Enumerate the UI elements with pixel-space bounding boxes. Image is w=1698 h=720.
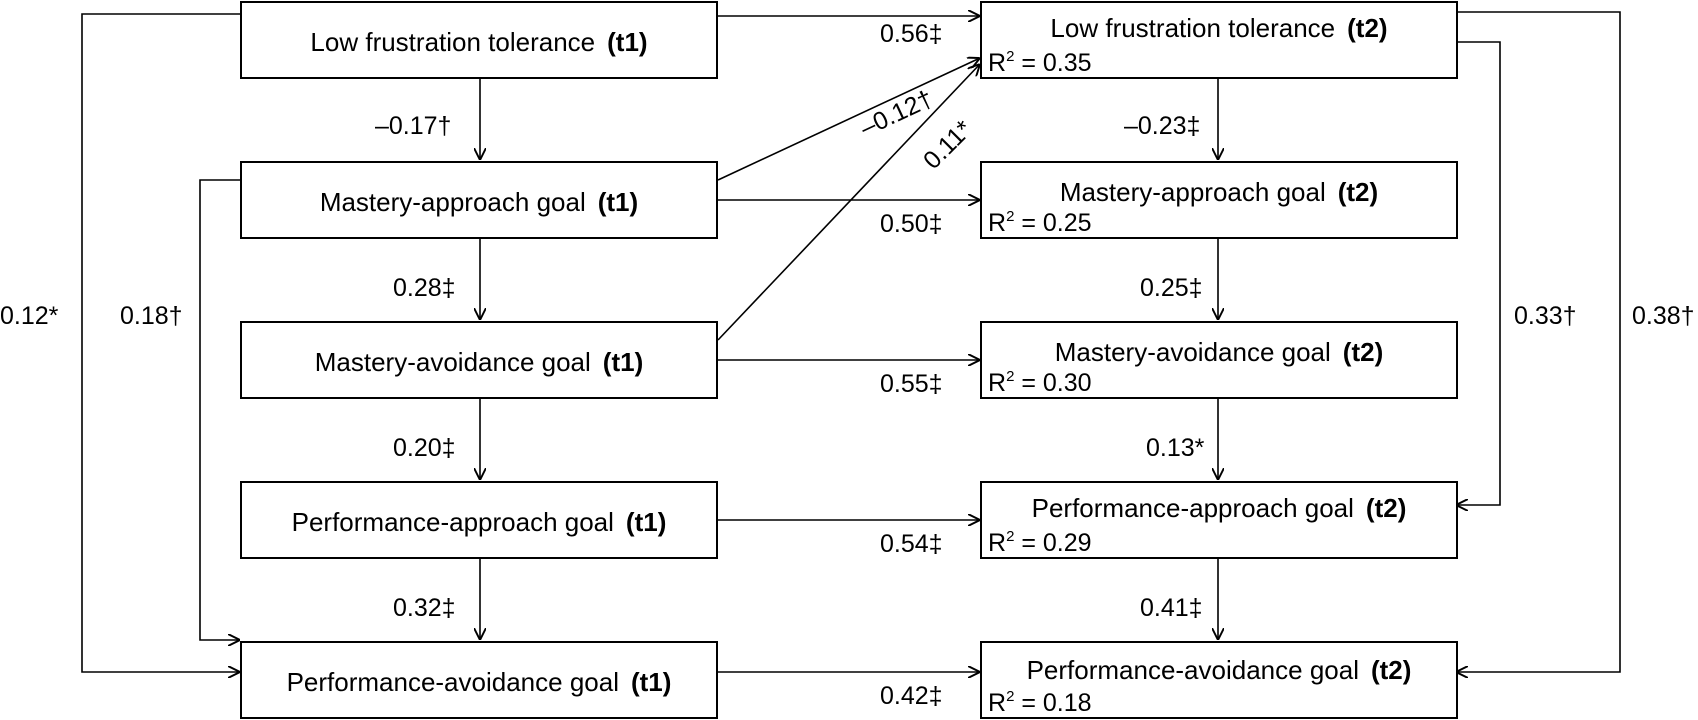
r-squared: R2 = 0.18 bbox=[988, 688, 1092, 717]
coef-corr-right-outer: 0.38† bbox=[1632, 302, 1695, 330]
box-label: Performance-avoidance goal bbox=[286, 667, 619, 697]
coef-corr-left-outer: 0.12* bbox=[0, 302, 59, 330]
coef-stability-mastery-approach: 0.50‡ bbox=[880, 210, 943, 238]
coef-left-3: 0.20‡ bbox=[393, 434, 456, 462]
coef-left-1: –0.17† bbox=[375, 112, 452, 140]
box-label: Mastery-approach goal bbox=[1059, 177, 1326, 207]
coef-right-1: –0.23‡ bbox=[1124, 112, 1201, 140]
time-tag: (t2) bbox=[1347, 13, 1388, 43]
time-tag: (t2) bbox=[1342, 337, 1384, 367]
time-tag: (t1) bbox=[602, 347, 644, 377]
box-t2-mastery-avoidance-goal: Mastery-avoidance goal (t2) R2 = 0.30 bbox=[980, 321, 1458, 399]
r-squared: R2 = 0.30 bbox=[988, 368, 1092, 397]
path-cross-mastery-approach bbox=[717, 58, 980, 181]
box-label: Mastery-approach goal bbox=[319, 187, 586, 217]
time-tag: (t1) bbox=[607, 27, 648, 57]
box-label: Low frustration tolerance bbox=[310, 27, 596, 57]
box-t2-performance-approach-goal: Performance-approach goal (t2) R2 = 0.29 bbox=[980, 481, 1458, 559]
corr-right-outer bbox=[1456, 12, 1621, 672]
box-t1-mastery-approach-goal: Mastery-approach goal (t1) bbox=[240, 161, 718, 239]
box-t1-low-frustration-tolerance: Low frustration tolerance (t1) bbox=[240, 1, 718, 79]
r-squared: R2 = 0.35 bbox=[988, 48, 1092, 77]
box-t2-mastery-approach-goal: Mastery-approach goal (t2) R2 = 0.25 bbox=[980, 161, 1458, 239]
box-t2-performance-avoidance-goal: Performance-avoidance goal (t2) R2 = 0.18 bbox=[980, 641, 1458, 719]
corr-left-inner bbox=[199, 180, 240, 640]
coef-right-4: 0.41‡ bbox=[1140, 594, 1203, 622]
box-t1-mastery-avoidance-goal: Mastery-avoidance goal (t1) bbox=[240, 321, 718, 399]
coef-right-2: 0.25‡ bbox=[1140, 274, 1203, 302]
coef-corr-right-inner: 0.33† bbox=[1514, 302, 1577, 330]
coef-stability-performance-avoidance: 0.42‡ bbox=[880, 682, 943, 710]
coef-right-3: 0.13* bbox=[1146, 434, 1205, 462]
r-squared: R2 = 0.25 bbox=[988, 208, 1092, 237]
box-label: Performance-avoidance goal bbox=[1026, 655, 1359, 685]
time-tag: (t1) bbox=[630, 667, 672, 697]
box-t1-performance-avoidance-goal: Performance-avoidance goal (t1) bbox=[240, 641, 718, 719]
corr-right-inner bbox=[1456, 42, 1501, 505]
time-tag: (t2) bbox=[1337, 177, 1379, 207]
box-label: Performance-approach goal bbox=[1031, 493, 1354, 523]
time-tag: (t1) bbox=[597, 187, 639, 217]
coef-stability-mastery-avoidance: 0.55‡ bbox=[880, 370, 943, 398]
box-t1-performance-approach-goal: Performance-approach goal (t1) bbox=[240, 481, 718, 559]
coef-stability-performance-approach: 0.54‡ bbox=[880, 530, 943, 558]
time-tag: (t2) bbox=[1370, 655, 1412, 685]
box-label: Mastery-avoidance goal bbox=[314, 347, 591, 377]
box-label: Low frustration tolerance bbox=[1050, 13, 1336, 43]
box-t2-low-frustration-tolerance: Low frustration tolerance (t2) R2 = 0.35 bbox=[980, 1, 1458, 79]
time-tag: (t2) bbox=[1365, 493, 1407, 523]
coef-left-4: 0.32‡ bbox=[393, 594, 456, 622]
time-tag: (t1) bbox=[625, 507, 667, 537]
r-squared: R2 = 0.29 bbox=[988, 528, 1092, 557]
corr-left-outer bbox=[81, 14, 240, 672]
coef-corr-left-inner: 0.18† bbox=[120, 302, 183, 330]
coef-left-2: 0.28‡ bbox=[393, 274, 456, 302]
box-label: Performance-approach goal bbox=[291, 507, 614, 537]
path-cross-mastery-avoidance bbox=[717, 64, 980, 341]
box-label: Mastery-avoidance goal bbox=[1054, 337, 1331, 367]
coef-stability-frustration: 0.56‡ bbox=[880, 20, 943, 48]
